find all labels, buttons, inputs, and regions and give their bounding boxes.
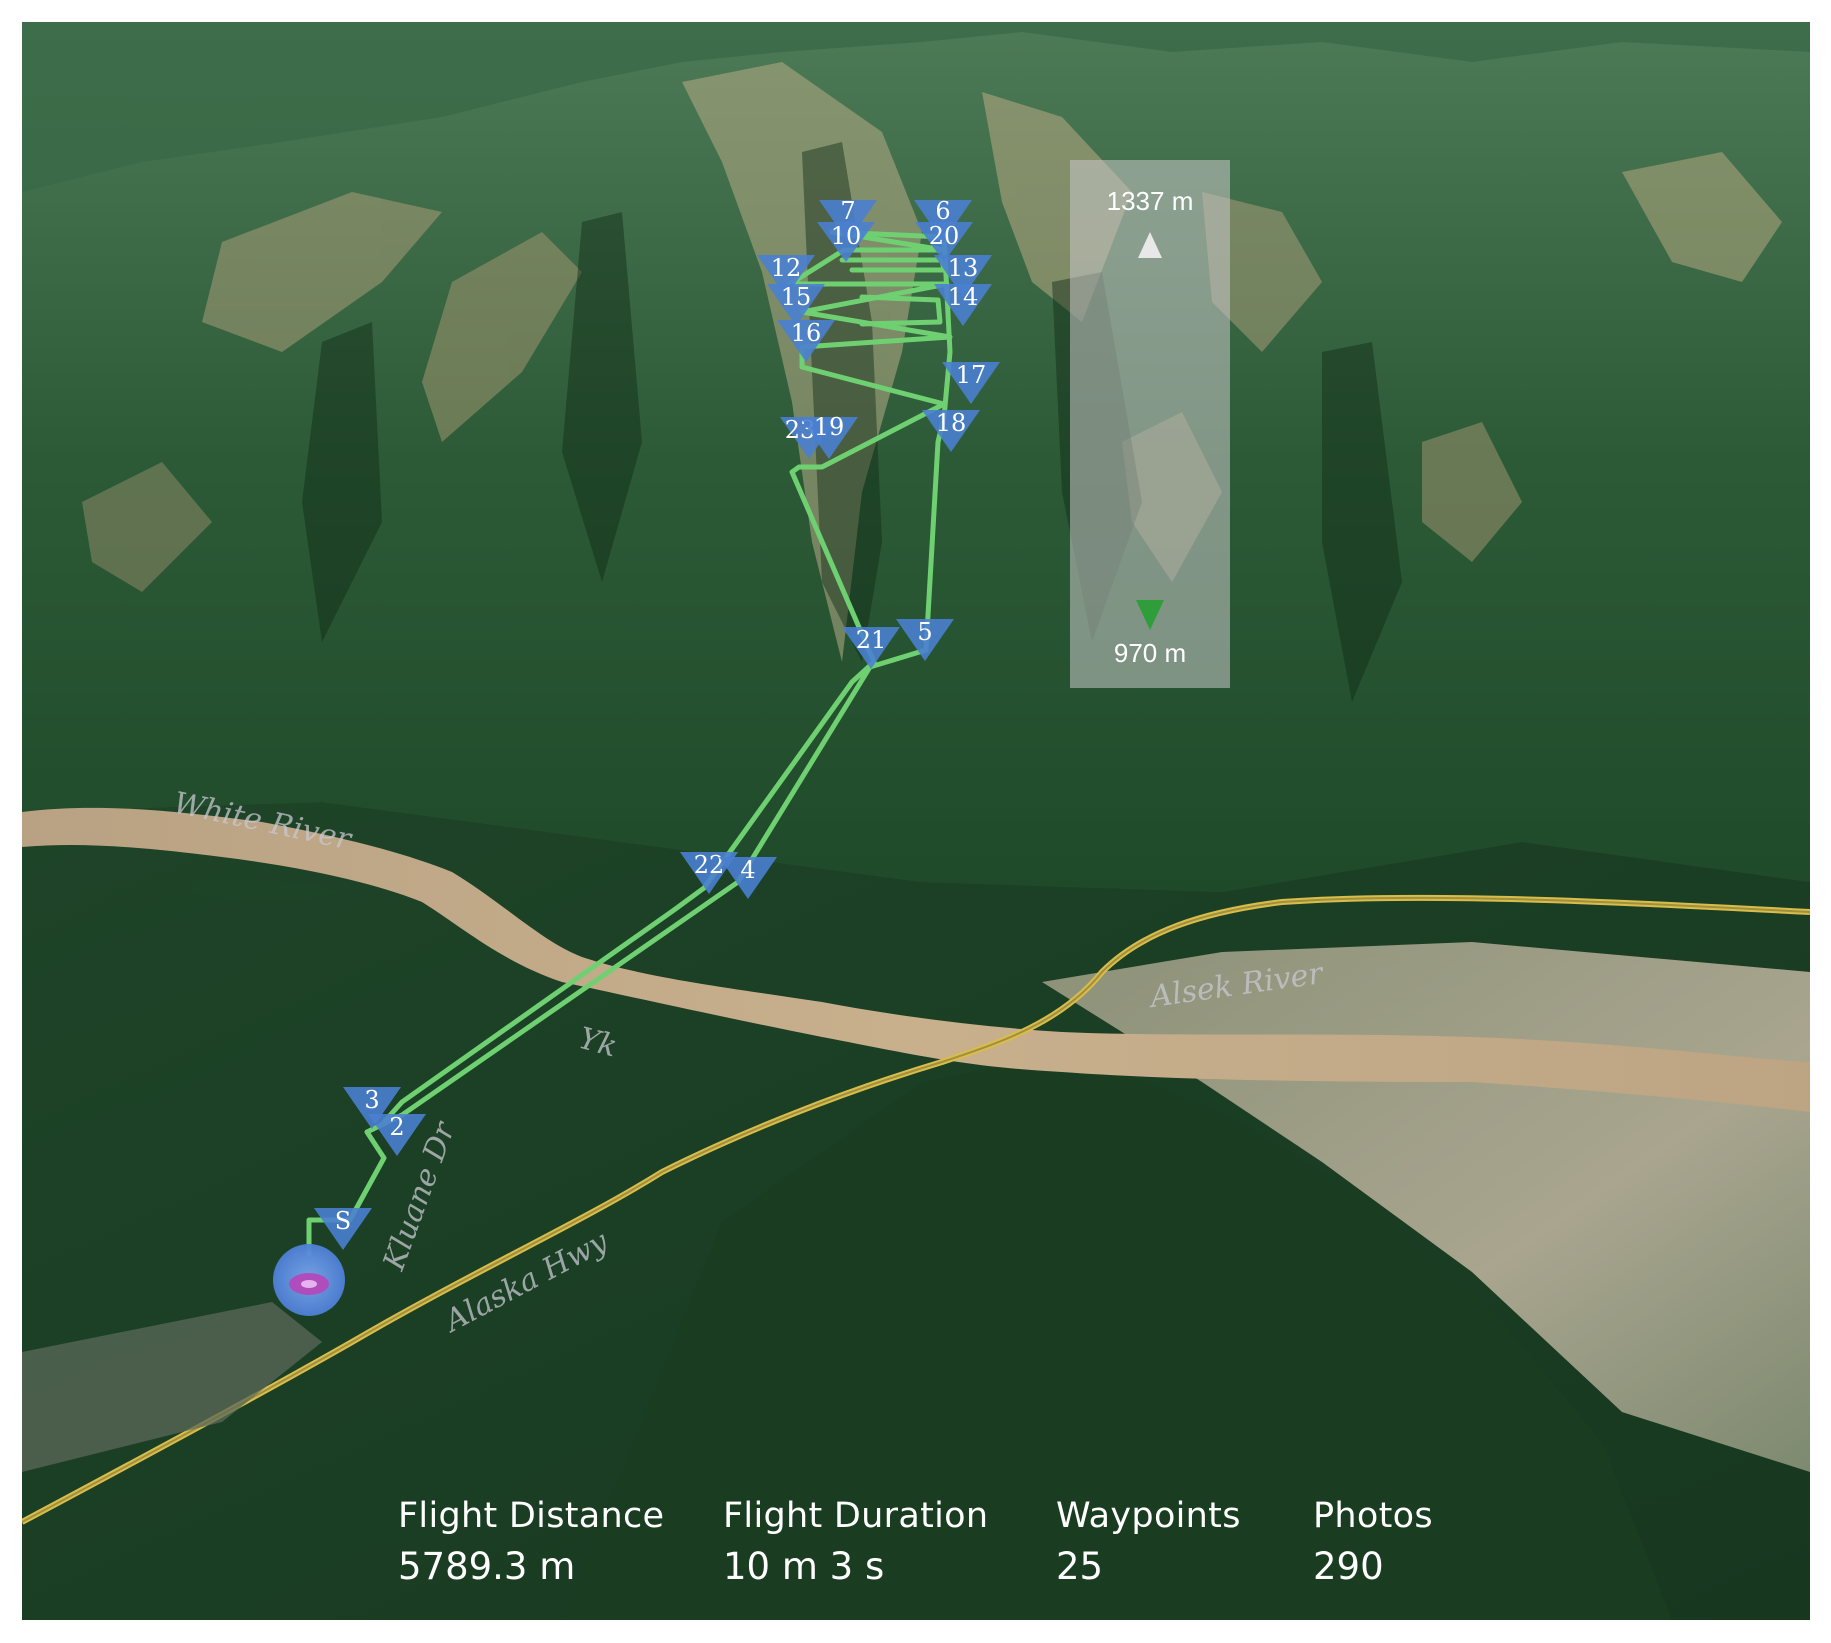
svg-text:10: 10	[831, 222, 862, 250]
waypoint-4[interactable]: 4	[719, 856, 777, 899]
waypoint-5[interactable]: 5	[896, 618, 954, 661]
svg-text:12: 12	[771, 254, 802, 282]
svg-text:17: 17	[956, 361, 987, 389]
svg-text:13: 13	[948, 254, 979, 282]
river	[22, 807, 1810, 1112]
svg-text:19: 19	[814, 413, 845, 441]
svg-text:18: 18	[936, 409, 967, 437]
stat-waypoints: Waypoints 25	[1056, 1494, 1313, 1596]
terrain-map[interactable]: White River Alsek River Yk Alaska Hwy Kl…	[22, 22, 1810, 1620]
arrow-down-icon	[1136, 600, 1164, 630]
svg-text:S: S	[335, 1207, 351, 1235]
waypoint-7[interactable]: 7	[819, 197, 877, 242]
settlement-area	[22, 1302, 322, 1472]
stat-flight-duration: Flight Duration 10 m 3 s	[723, 1494, 1056, 1596]
waypoint-14[interactable]: 14	[934, 283, 992, 326]
home-point-icon[interactable]	[273, 1244, 345, 1316]
svg-text:5: 5	[917, 618, 932, 646]
waypoint-markers: 7 6 10 20 12 13 15 14 16 17 23 19 18 21 …	[314, 197, 1000, 1250]
svg-text:21: 21	[856, 626, 887, 654]
altitude-legend: 1337 m 970 m	[1070, 160, 1230, 688]
highway-edge	[22, 896, 1810, 1523]
stat-label: Waypoints	[1056, 1496, 1241, 1536]
waypoint-17[interactable]: 17	[942, 361, 1000, 404]
waypoint-12[interactable]: 12	[757, 254, 815, 297]
svg-text:7: 7	[840, 197, 855, 225]
waypoint-21[interactable]: 21	[842, 626, 900, 669]
waypoint-20[interactable]: 20	[915, 222, 973, 262]
legend-max-label: 1337 m	[1107, 186, 1194, 216]
svg-text:15: 15	[781, 283, 812, 311]
waypoint-3[interactable]: 3	[343, 1086, 401, 1129]
waypoint-13[interactable]: 13	[934, 254, 992, 297]
legend-min-label: 970 m	[1114, 638, 1186, 668]
svg-text:22: 22	[694, 851, 725, 879]
stat-flight-distance: Flight Distance 5789.3 m	[398, 1494, 723, 1596]
svg-text:6: 6	[935, 197, 950, 225]
stat-label: Photos	[1313, 1496, 1433, 1536]
stat-photos: Photos 290	[1313, 1494, 1473, 1596]
svg-text:4: 4	[740, 856, 755, 884]
waypoint-16[interactable]: 16	[777, 319, 835, 362]
svg-text:14: 14	[948, 283, 979, 311]
waypoint-19[interactable]: 19	[800, 413, 858, 459]
map-viewport[interactable]: White River Alsek River Yk Alaska Hwy Kl…	[22, 22, 1810, 1620]
svg-text:2: 2	[389, 1113, 404, 1141]
ravine-shadows	[302, 142, 1402, 702]
waypoint-15[interactable]: 15	[767, 283, 825, 326]
stat-value: 25	[1056, 1545, 1104, 1588]
svg-text:20: 20	[929, 222, 960, 250]
foreground-hill	[562, 1052, 1672, 1620]
svg-text:3: 3	[364, 1086, 379, 1114]
waypoint-start[interactable]: S	[314, 1207, 372, 1250]
stat-label: Flight Distance	[398, 1496, 665, 1536]
river-island	[192, 880, 342, 900]
svg-text:16: 16	[791, 319, 822, 347]
flight-stats-bar: Flight Distance 5789.3 m Flight Duration…	[398, 1494, 1473, 1596]
arrow-up-icon	[1138, 232, 1162, 258]
waypoint-6[interactable]: 6	[914, 197, 972, 242]
waypoint-10[interactable]: 10	[817, 222, 875, 262]
waypoint-2[interactable]: 2	[368, 1113, 426, 1156]
mountain-range	[22, 32, 1810, 892]
waypoint-18[interactable]: 18	[922, 409, 980, 452]
stat-value: 5789.3 m	[398, 1545, 576, 1588]
stat-label: Flight Duration	[723, 1496, 989, 1536]
stat-value: 290	[1313, 1545, 1384, 1588]
stat-value: 10 m 3 s	[723, 1545, 885, 1588]
